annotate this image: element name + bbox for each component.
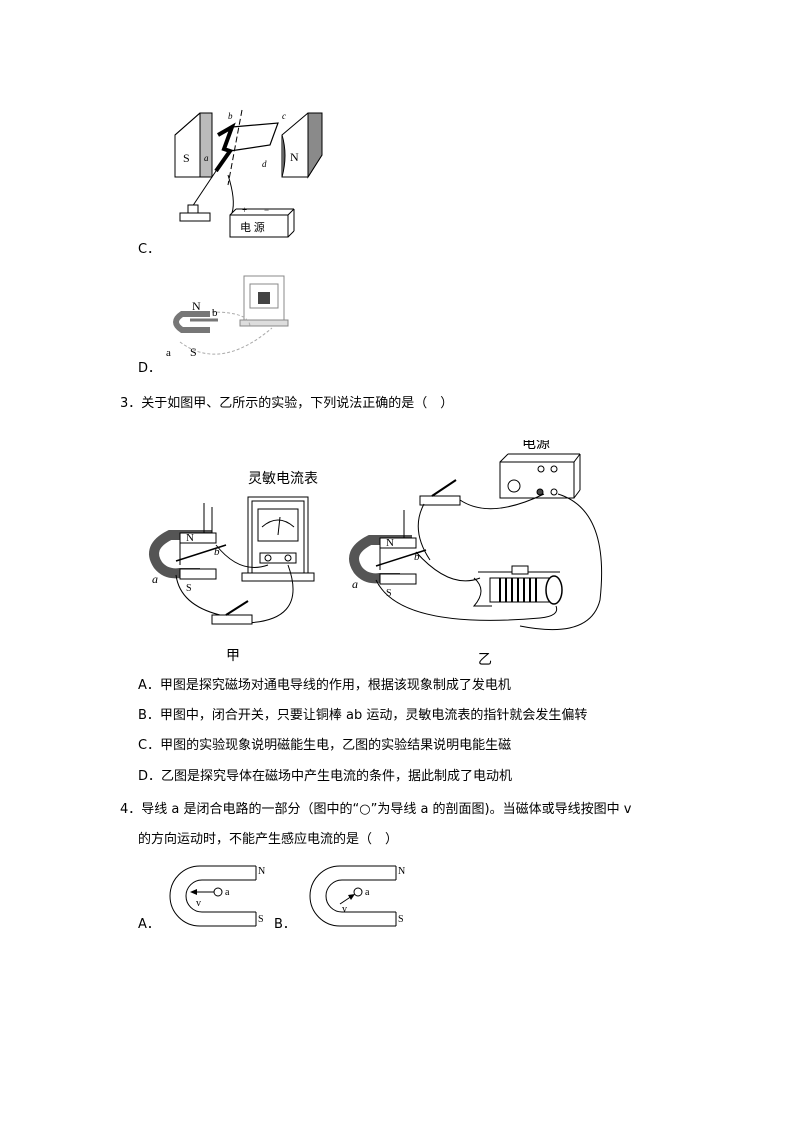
figure-d: N b a S: [160, 272, 290, 364]
caption-jia: 甲: [226, 648, 240, 664]
q4-b-a-label: a: [365, 887, 370, 898]
q3-yi-s-label: S: [386, 588, 392, 599]
q3-yi-b-label: b: [414, 551, 420, 563]
figure-c-a-label: a: [204, 153, 209, 163]
q4-option-b[interactable]: B．: [274, 917, 296, 932]
q3-yi-power-label: 电源: [522, 440, 550, 452]
q4-b-s-label: S: [398, 914, 404, 925]
figure-q3-yi: 电源 N b a S: [340, 436, 610, 640]
q4-b-v-label: v: [342, 904, 347, 915]
q4-a-s-label: S: [258, 914, 264, 925]
q4-a-a-label: a: [225, 887, 230, 898]
figure-c-s-label: S: [183, 151, 190, 165]
figure-d-s-label: S: [190, 345, 197, 359]
q3-option-c[interactable]: C．甲图的实验现象说明磁能生电，乙图的实验结果说明电能生磁: [138, 738, 512, 753]
figure-c-power-label: 电 源: [240, 220, 265, 234]
figure-c-n-label: N: [290, 150, 299, 164]
figure-q3-yi-drawing: 电源 N b a S: [349, 436, 603, 631]
figure-q3-jia: 灵敏电流表 N b a S: [140, 465, 330, 640]
q4-a-v-label: v: [196, 898, 201, 909]
q4-a-n-label: N: [258, 866, 265, 877]
figure-q3-jia-drawing: 灵敏电流表 N b a S: [149, 471, 318, 625]
caption-yi: 乙: [478, 652, 492, 668]
q3-jia-s-label: S: [186, 583, 192, 594]
figure-d-b-label: b: [212, 307, 218, 319]
q3-option-b[interactable]: B．甲图中，闭合开关，只要让铜棒 ab 运动，灵敏电流表的指针就会发生偏转: [138, 708, 588, 723]
figure-q4-b: N S a v: [300, 862, 410, 930]
question-4-stem-line2: 的方向运动时，不能产生感应电流的是（ ）: [138, 832, 399, 847]
figure-c-c-label: c: [282, 111, 286, 121]
q3-jia-b-label: b: [214, 546, 220, 558]
question-4-stem-line1: 4．导线 a 是闭合电路的一部分（图中的“○”为导线 a 的剖面图)。当磁体或导…: [120, 802, 632, 817]
q3-option-a[interactable]: A．甲图是探究磁场对通电导线的作用，根据该现象制成了发电机: [138, 678, 511, 693]
q3-jia-a-label: a: [152, 572, 158, 586]
figure-q4-a: N S a v: [160, 862, 270, 930]
option-d-label[interactable]: D．: [138, 361, 162, 376]
q3-yi-n-label: N: [386, 537, 394, 549]
question-3-stem: 3．关于如图甲、乙所示的实验，下列说法正确的是（ ）: [120, 396, 454, 411]
figure-d-drawing: N b a S: [166, 275, 289, 359]
q4-b-n-label: N: [398, 866, 405, 877]
q3-jia-n-label: N: [186, 532, 194, 544]
q3-option-d[interactable]: D．乙图是探究导体在磁场中产生电流的条件，据此制成了电动机: [138, 769, 513, 784]
figure-c: S N a b c d + − 电 源: [170, 105, 330, 240]
figure-q4-b-drawing: N S a v: [309, 865, 405, 927]
q3-yi-a-label: a: [352, 577, 358, 591]
option-c-label[interactable]: C．: [138, 242, 161, 257]
figure-c-drawing: S N a b c d + − 电 源: [174, 109, 323, 238]
figure-q4-a-drawing: N S a v: [169, 865, 265, 927]
figure-d-n-label: N: [192, 299, 201, 313]
figure-c-b-label: b: [228, 111, 233, 121]
figure-c-plus-label: +: [242, 205, 247, 215]
q4-option-a[interactable]: A．: [138, 917, 160, 932]
figure-c-minus-label: −: [264, 205, 269, 215]
figure-d-a-label: a: [166, 347, 171, 359]
q3-jia-galvanometer-label: 灵敏电流表: [248, 471, 318, 487]
figure-c-d-label: d: [262, 159, 267, 169]
